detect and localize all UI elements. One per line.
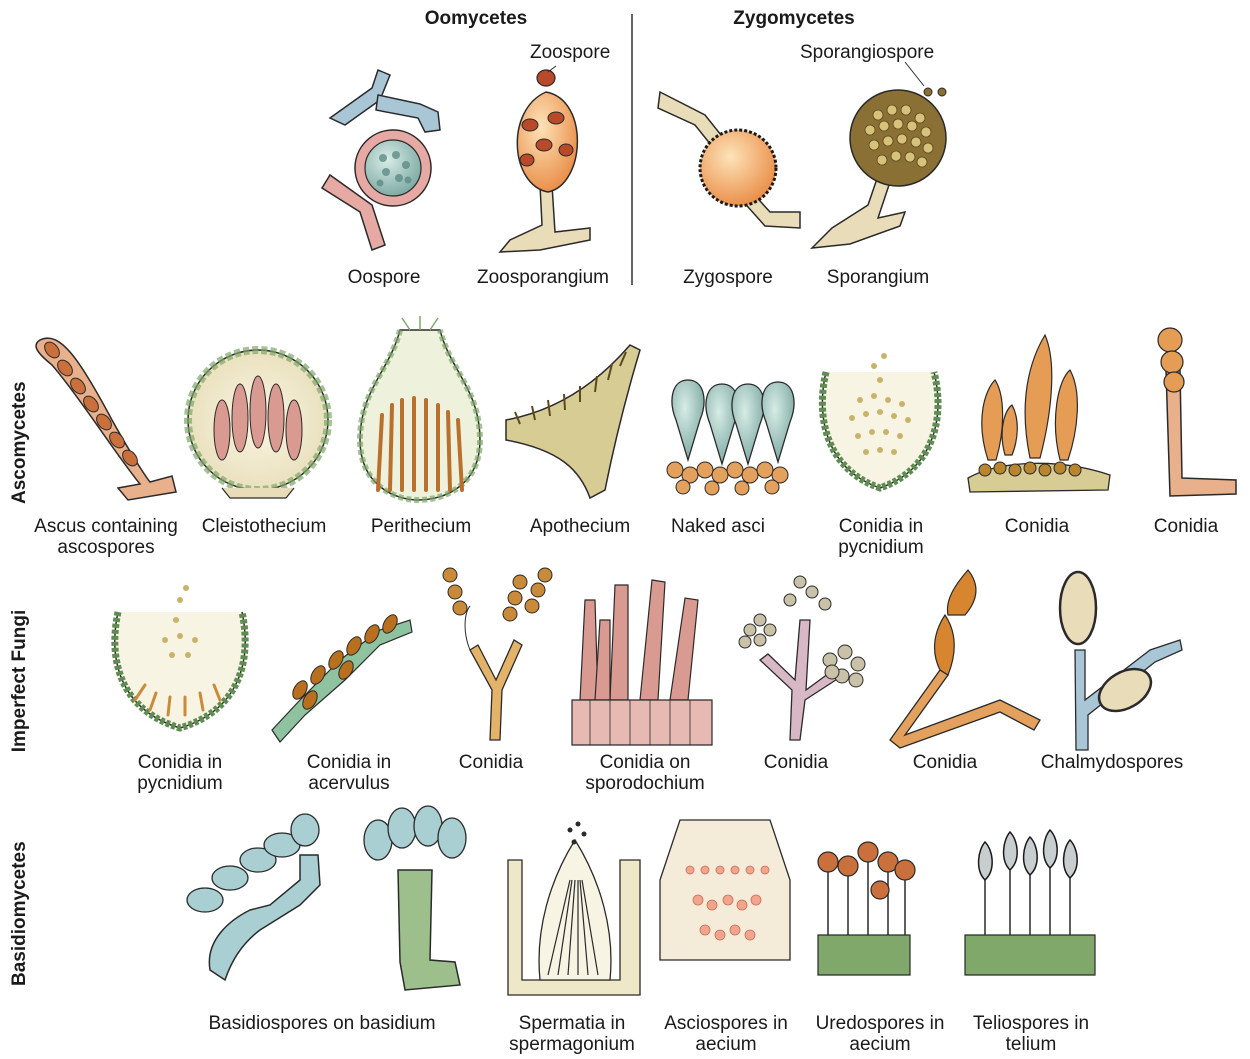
label-asciospores: Asciospores in aecium bbox=[664, 1013, 788, 1055]
zoosporangium-drawing bbox=[500, 66, 590, 252]
label-imp-pycnidium-line1: Conidia in bbox=[137, 752, 223, 773]
asco-conidia2-drawing bbox=[1158, 328, 1236, 496]
label-imp-sporodochium-line2: sporodochium bbox=[585, 773, 704, 794]
label-imp-conidia-2: Conidia bbox=[764, 752, 828, 773]
label-asco-pycnidium-line1: Conidia in bbox=[838, 516, 924, 537]
label-imp-acervulus-line1: Conidia in bbox=[307, 752, 392, 773]
row-label-imperfect-fungi: Imperfect Fungi bbox=[9, 606, 31, 756]
spermagonium-drawing bbox=[508, 822, 640, 996]
label-uredospores-line1: Uredospores in bbox=[816, 1013, 945, 1034]
imp-pycnidium-drawing bbox=[115, 585, 245, 728]
asco-conidia1-drawing bbox=[968, 335, 1110, 492]
apothecium-drawing bbox=[506, 345, 640, 498]
label-naked-asci: Naked asci bbox=[671, 516, 765, 537]
label-imp-sporodochium: Conidia on sporodochium bbox=[585, 752, 704, 794]
label-chlamydospores: Chalmydospores bbox=[1041, 752, 1184, 773]
label-basidiospores: Basidiospores on basidium bbox=[208, 1013, 435, 1034]
label-sporangium: Sporangium bbox=[827, 267, 929, 288]
ascus-drawing bbox=[36, 338, 176, 500]
callout-sporangiospore: Sporangiospore bbox=[800, 42, 934, 64]
label-imp-conidia-1: Conidia bbox=[459, 752, 523, 773]
teliospores-drawing bbox=[965, 830, 1095, 975]
label-oospore: Oospore bbox=[348, 267, 421, 288]
label-imp-conidia-3: Conidia bbox=[913, 752, 977, 773]
imp-conidia2-drawing bbox=[739, 576, 865, 740]
imp-sporodochium-drawing bbox=[572, 580, 712, 745]
aecium-drawing bbox=[660, 820, 790, 960]
label-imp-pycnidium-line2: pycnidium bbox=[137, 773, 223, 794]
label-ascus-line2: ascospores bbox=[34, 537, 178, 558]
label-asciospores-line1: Asciospores in bbox=[664, 1013, 788, 1034]
label-imp-sporodochium-line1: Conidia on bbox=[585, 752, 704, 773]
label-spermatia: Spermatia in spermagonium bbox=[509, 1013, 635, 1055]
label-teliospores: Teliospores in telium bbox=[973, 1013, 1089, 1055]
label-perithecium: Perithecium bbox=[371, 516, 471, 537]
label-uredospores-line2: aecium bbox=[816, 1034, 945, 1055]
label-ascus-line1: Ascus containing bbox=[34, 516, 178, 537]
label-asco-pycnidium-line2: pycnidium bbox=[838, 537, 924, 558]
label-asciospores-line2: aecium bbox=[664, 1034, 788, 1055]
label-imp-pycnidium: Conidia in pycnidium bbox=[137, 752, 223, 794]
imp-conidia1-drawing bbox=[443, 568, 552, 740]
label-teliospores-line1: Teliospores in bbox=[973, 1013, 1089, 1034]
chlamydospores-drawing bbox=[1060, 572, 1182, 750]
row-label-ascomycetes: Ascomycetes bbox=[9, 384, 31, 504]
label-spermatia-line2: spermagonium bbox=[509, 1034, 635, 1055]
label-apothecium: Apothecium bbox=[530, 516, 630, 537]
header-oomycetes: Oomycetes bbox=[425, 8, 527, 30]
label-spermatia-line1: Spermatia in bbox=[509, 1013, 635, 1034]
perithecium-drawing bbox=[360, 316, 480, 500]
label-teliospores-line2: telium bbox=[973, 1034, 1089, 1055]
naked-asci-drawing bbox=[667, 380, 794, 495]
row-label-basidiomycetes: Basidiomycetes bbox=[9, 846, 31, 986]
oospore-drawing bbox=[322, 70, 440, 250]
imp-acervulus-drawing bbox=[272, 612, 412, 742]
callout-zoospore: Zoospore bbox=[530, 42, 610, 64]
label-imp-acervulus: Conidia in acervulus bbox=[307, 752, 392, 794]
zygospore-drawing bbox=[658, 92, 800, 228]
label-cleistothecium: Cleistothecium bbox=[202, 516, 327, 537]
imp-conidia3-drawing bbox=[890, 570, 1040, 748]
basidiospores-drawing-1 bbox=[187, 814, 320, 980]
label-asco-pycnidium: Conidia in pycnidium bbox=[838, 516, 924, 558]
basidiospores-drawing-2 bbox=[364, 806, 466, 990]
asco-pycnidium-drawing bbox=[822, 353, 938, 488]
label-imp-acervulus-line2: acervulus bbox=[307, 773, 392, 794]
label-uredospores: Uredospores in aecium bbox=[816, 1013, 945, 1055]
cleistothecium-drawing bbox=[188, 350, 328, 498]
uredospores-drawing bbox=[818, 842, 915, 975]
label-zygospore: Zygospore bbox=[683, 267, 773, 288]
label-ascus: Ascus containing ascospores bbox=[34, 516, 178, 558]
label-zoosporangium: Zoosporangium bbox=[477, 267, 609, 288]
label-asco-conidia-2: Conidia bbox=[1154, 516, 1218, 537]
header-zygomycetes: Zygomycetes bbox=[733, 8, 854, 30]
sporangium-drawing bbox=[812, 62, 946, 248]
label-asco-conidia-1: Conidia bbox=[1005, 516, 1069, 537]
